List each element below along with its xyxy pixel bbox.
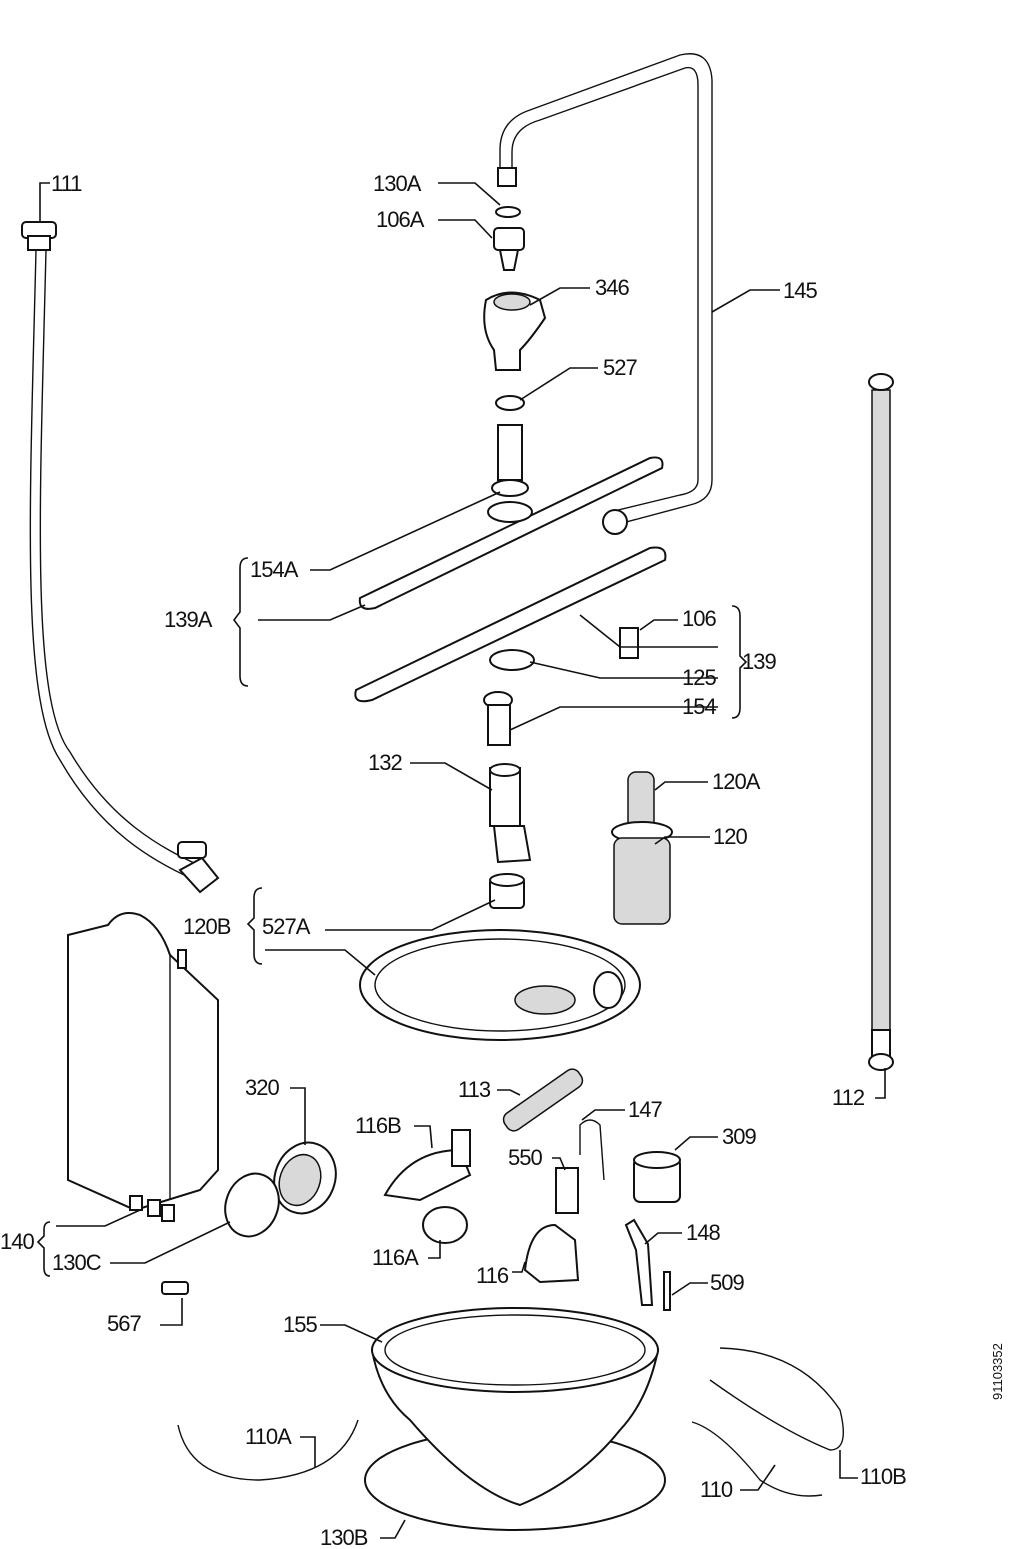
part-309-cap [633,1151,681,1203]
document-number: 91103352 [990,1343,1005,1400]
label-113: 113 [458,1077,491,1102]
label-106A: 106A [376,207,424,232]
part-320-cap [273,1141,337,1215]
part-106A-nut [493,227,525,271]
label-110A: 110A [245,1424,292,1449]
label-106: 106 [682,606,717,631]
part-filter-plate [359,929,641,1041]
part-145-supply-pipe [497,53,713,535]
part-155-sump [364,1307,666,1531]
label-550: 550 [508,1145,543,1170]
part-154A-hub [491,424,529,497]
part-567-clip [161,1281,189,1295]
part-106-clip [619,627,639,659]
label-139: 139 [742,649,777,674]
label-112: 112 [832,1085,865,1110]
label-509: 509 [710,1270,745,1295]
label-346: 346 [595,275,630,300]
label-130C: 130C [52,1250,102,1275]
label-130B: 130B [320,1525,368,1549]
label-120B: 120B [183,914,231,939]
label-120: 120 [713,824,748,849]
part-111-inlet-hose [21,221,220,894]
label-154: 154 [682,694,717,719]
label-139A: 139A [164,607,212,632]
part-120-filter [611,821,673,925]
label-527A: 527A [262,914,310,939]
label-132: 132 [368,750,403,775]
part-upper-spray-arm [358,456,664,610]
part-125-ring [489,649,535,671]
part-346-deflector [483,291,547,371]
label-140: 140 [0,1229,35,1254]
part-527-nut [495,395,525,411]
part-140-tank [67,912,219,1222]
label-154A: 154A [250,557,298,582]
part-527A-nut [489,873,525,909]
part-110-hose [691,1421,823,1497]
part-132-tube [489,763,532,864]
label-116A: 116A [372,1245,419,1270]
label-147: 147 [628,1097,663,1122]
part-116B-housing [383,1129,472,1202]
part-116A-valve [422,1206,468,1244]
label-125: 125 [682,665,717,690]
label-116: 116 [476,1263,509,1288]
label-567: 567 [107,1311,142,1336]
leader-lines [39,182,886,1539]
part-112-hose [868,373,894,1071]
label-309: 309 [722,1124,757,1149]
group-braces [36,557,748,1277]
label-155: 155 [283,1312,318,1337]
label-527: 527 [603,355,638,380]
part-148-bracket [624,1218,654,1306]
label-110B: 110B [860,1464,907,1489]
part-147-wire [579,1119,605,1181]
part-130C-seal [224,1172,280,1238]
label-120A: 120A [712,769,760,794]
label-320: 320 [245,1075,280,1100]
label-111: 111 [51,171,82,196]
label-130A: 130A [373,171,421,196]
part-lower-spray-arm [354,546,667,703]
part-116-housing [523,1223,580,1284]
part-154-hub [483,691,513,746]
label-148: 148 [686,1220,721,1245]
part-130A-o-ring [495,206,521,218]
label-116B: 116B [355,1113,402,1138]
part-110B-hose [709,1347,844,1451]
part-509-pin [663,1271,671,1311]
part-110A-hose [177,1419,359,1481]
part-550-block [555,1167,579,1214]
label-110: 110 [700,1477,733,1502]
part-113-pipe [502,1068,584,1132]
label-145: 145 [783,278,818,303]
